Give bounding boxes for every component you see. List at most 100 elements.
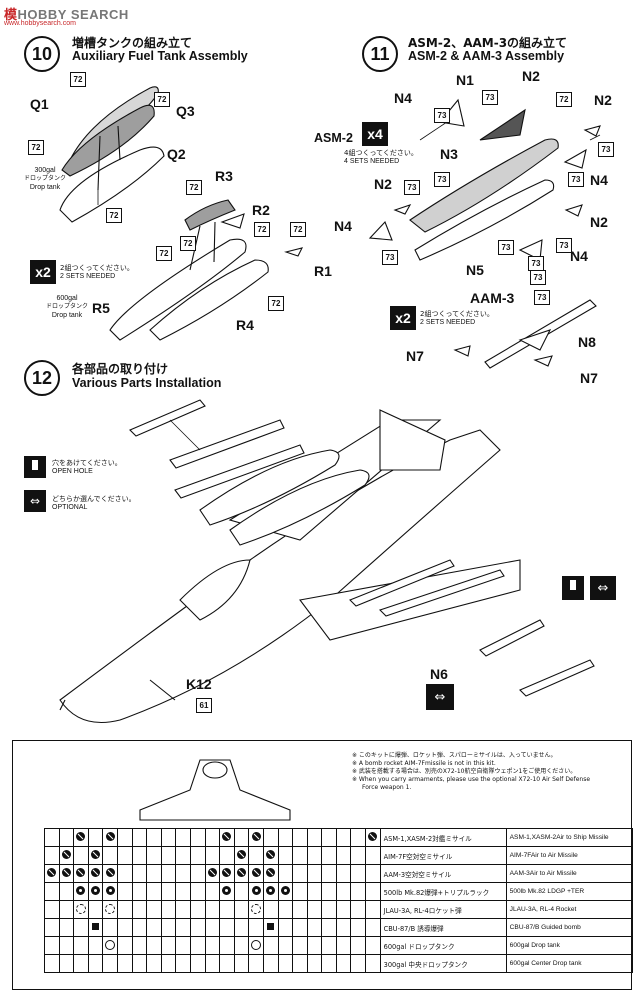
- weapon-name-en: ASM-1,XASM-2Air to Ship Missile: [505, 828, 633, 847]
- part-number: 72: [156, 246, 172, 261]
- table-cell: [175, 954, 191, 973]
- aircraft-missile-right-b: [378, 569, 505, 617]
- tank-q3-part: [61, 104, 155, 177]
- note-line: ※ 武装を搭載する場合は、別売のX72-10航空自衛隊ウェポン1をご使用ください…: [352, 768, 577, 775]
- table-cell: [146, 828, 162, 847]
- table-cell: [204, 846, 221, 865]
- station-mark-icon: [47, 868, 57, 877]
- table-cell: [189, 828, 206, 847]
- table-cell: [131, 954, 148, 973]
- table-cell: [146, 846, 162, 865]
- table-cell: [350, 936, 367, 955]
- table-cell: [73, 846, 89, 865]
- table-cell: [248, 918, 264, 937]
- table-cell: [350, 918, 367, 937]
- weapon-name-en: 600gal Drop tank: [505, 936, 633, 955]
- note-line: Force weapon 1.: [362, 784, 412, 791]
- table-cell: [102, 918, 118, 937]
- part-number: 73: [434, 108, 450, 123]
- station-mark-icon: [280, 886, 290, 895]
- label-n1: N1: [456, 72, 474, 88]
- watermark-brand-a: 模: [4, 7, 18, 22]
- table-cell: [146, 900, 162, 919]
- tank-300-gal: 300gal: [34, 167, 56, 174]
- table-cell: [233, 936, 250, 955]
- station-mark-icon: [92, 923, 100, 930]
- aircraft-canopy: [179, 559, 251, 621]
- table-cell: [350, 864, 367, 883]
- table-cell: [321, 918, 337, 937]
- table-cell: [292, 936, 308, 955]
- table-cell: [116, 846, 133, 865]
- table-cell: [204, 864, 221, 883]
- table-cell: [58, 918, 75, 937]
- table-cell: [365, 954, 381, 973]
- aircraft-missile-right-d: [519, 659, 595, 697]
- table-cell: [58, 846, 75, 865]
- station-mark-icon: [61, 868, 71, 877]
- armament-aircraft-top: [139, 759, 291, 821]
- label-r4: R4: [236, 317, 254, 333]
- aircraft-missile-right-a: [349, 559, 455, 607]
- label-r5: R5: [92, 300, 110, 316]
- table-cell: [306, 954, 323, 973]
- table-cell: [248, 864, 264, 883]
- table-cell: [146, 936, 162, 955]
- part-number: 73: [404, 180, 420, 195]
- table-cell: [204, 918, 221, 937]
- table-cell: [306, 918, 323, 937]
- table-cell: [116, 918, 133, 937]
- table-cell: [219, 936, 235, 955]
- optional-en: OPTIONAL: [52, 504, 88, 511]
- weapon-name-en: JLAU-3A, RL-4 Rocket: [505, 900, 633, 919]
- station-mark-icon: [251, 832, 261, 841]
- table-cell: [233, 864, 250, 883]
- station-mark-icon: [222, 868, 232, 877]
- table-cell: [44, 936, 60, 955]
- open-hole-jp: 穴をあけてください。: [52, 459, 122, 467]
- table-cell: [102, 828, 118, 847]
- asm2-fin-n2b: [583, 125, 601, 137]
- part-number: 73: [498, 240, 514, 255]
- optional-legend: どちらか選んでください。 OPTIONAL: [52, 494, 136, 511]
- table-cell: [219, 882, 235, 901]
- table-cell: [87, 954, 104, 973]
- table-cell: [292, 864, 308, 883]
- aircraft-tail: [379, 409, 446, 471]
- table-cell: [262, 864, 279, 883]
- label-n3: N3: [440, 146, 458, 162]
- table-cell: [262, 882, 279, 901]
- table-cell: [131, 828, 148, 847]
- table-cell: [277, 846, 294, 865]
- label-q3: Q3: [176, 103, 195, 119]
- table-cell: [102, 900, 118, 919]
- part-number: 61: [196, 698, 212, 713]
- table-cell: [335, 918, 352, 937]
- table-cell: [335, 864, 352, 883]
- table-cell: [306, 936, 323, 955]
- table-cell: [335, 828, 352, 847]
- table-cell: [44, 864, 60, 883]
- station-mark-icon: [222, 832, 232, 841]
- aircraft-missile-right-c: [479, 619, 545, 657]
- note-line: ※ A bomb rocket AIM-7Fmissile is not in …: [352, 760, 496, 767]
- table-cell: [189, 864, 206, 883]
- part-number: 72: [186, 180, 202, 195]
- table-cell: [292, 900, 308, 919]
- step-12-title-en: Various Parts Installation: [72, 376, 222, 390]
- asm2-label: ASM-2: [314, 131, 353, 145]
- station-mark-icon: [91, 850, 101, 859]
- tank-r5-part: [109, 238, 247, 341]
- table-cell: [365, 882, 381, 901]
- part-number: 72: [556, 92, 572, 107]
- table-cell: [262, 846, 279, 865]
- table-cell: [262, 828, 279, 847]
- tank-r3-part: [184, 199, 236, 231]
- table-cell: [73, 864, 89, 883]
- table-cell: [189, 846, 206, 865]
- label-n4: N4: [590, 172, 608, 188]
